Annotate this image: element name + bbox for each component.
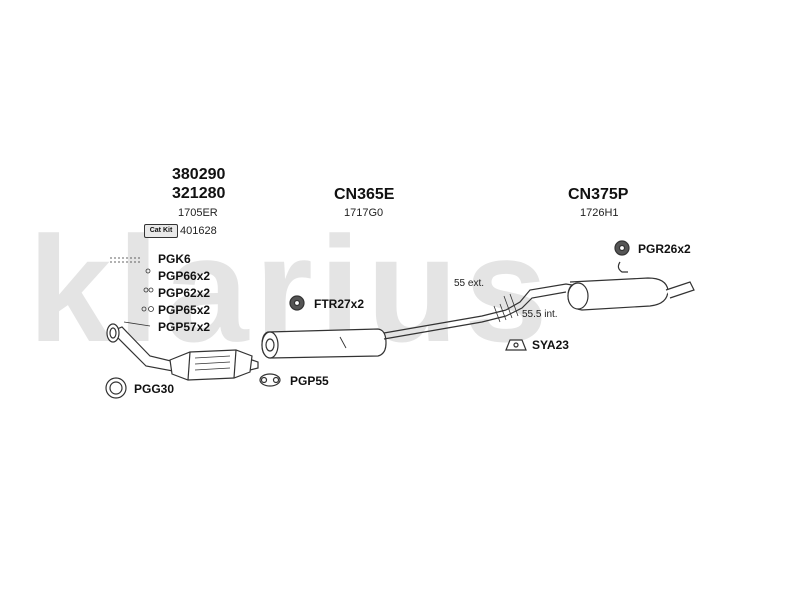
part-number-catalyst: 380290 [172, 166, 226, 183]
intermediate-pipe [383, 293, 519, 340]
center-silencer [261, 328, 387, 359]
cat-kit-number: 401628 [180, 225, 217, 237]
center-silencer-code: 1717G0 [344, 207, 384, 219]
fitting-label: SYA23 [532, 338, 569, 352]
rear-silencer-code: 1726H1 [580, 207, 619, 219]
cat-kit-badge: Cat Kit [144, 224, 178, 238]
fitting-label: PGP57x2 [158, 320, 211, 334]
catalyst-code: 1705ER [178, 207, 218, 219]
part-number-center-silencer: CN365E [334, 186, 395, 203]
fitting-label: PGP62x2 [158, 286, 211, 300]
catalytic-converter [169, 349, 259, 381]
fitting-label: PGG30 [134, 382, 175, 396]
pipe-note-int: 55.5 int. [522, 309, 558, 320]
fitting-label: PGR26x2 [638, 242, 691, 256]
fitting-label: PGP65x2 [158, 303, 211, 317]
part-number-catalyst-alt: 321280 [172, 185, 226, 202]
fitting-label: PGK6 [158, 252, 191, 266]
pipe-note-ext: 55 ext. [454, 278, 485, 289]
rear-silencer [505, 261, 695, 317]
fitting-label: PGP66x2 [158, 269, 211, 283]
hardware-symbols [105, 240, 630, 399]
part-number-rear-silencer: CN375P [568, 186, 629, 203]
fitting-label: PGP55 [290, 374, 329, 388]
fitting-label: FTR27x2 [314, 297, 365, 311]
